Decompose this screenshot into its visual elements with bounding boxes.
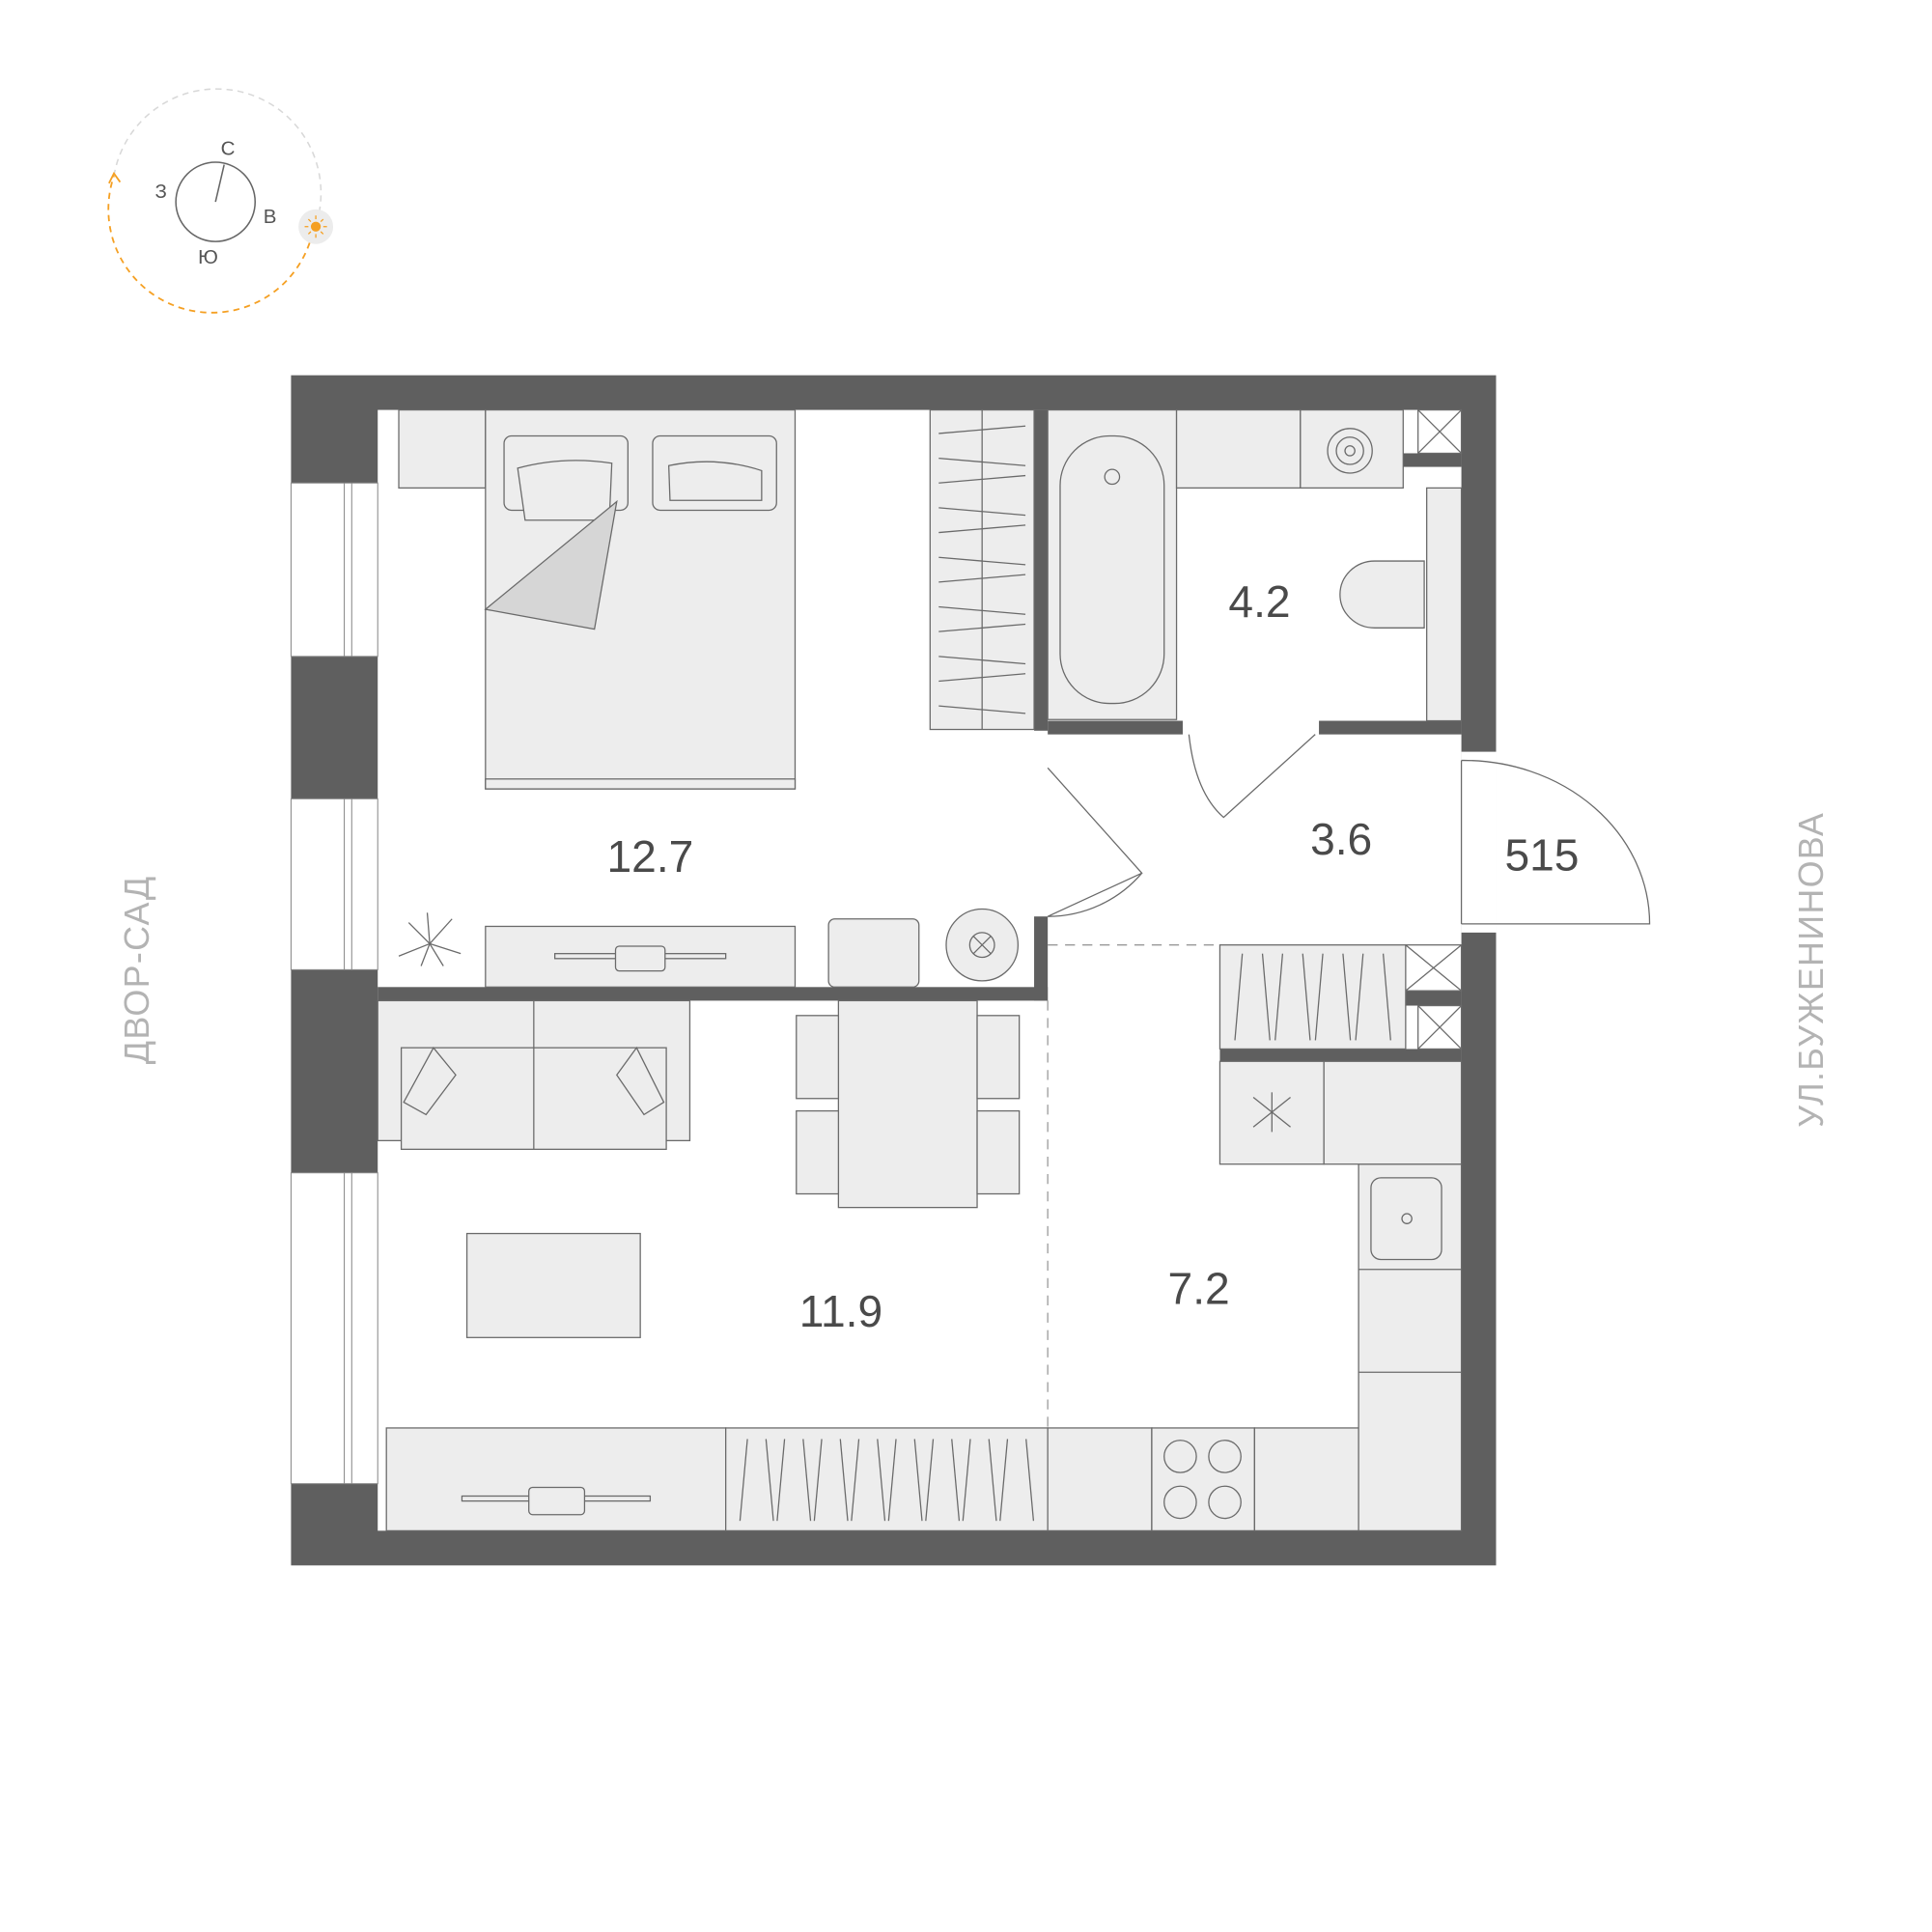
hatch-line (938, 507, 1026, 517)
stove (1163, 1440, 1242, 1520)
wardrobe (929, 408, 1035, 731)
boiler (1300, 408, 1404, 490)
street-label-right: УЛ.БУЖЕНИНОВА (1791, 812, 1831, 1128)
hatch-line (913, 1439, 923, 1522)
compass-east: В (264, 206, 277, 228)
hatch-line (765, 1439, 774, 1522)
laundry-basket (945, 908, 1020, 982)
hatch-line (938, 474, 1026, 484)
street-label-left: ДВОР-САД (117, 875, 156, 1064)
bed (398, 408, 797, 790)
sun-icon (298, 209, 334, 244)
hatch-line (938, 457, 1026, 466)
compass-south: Ю (198, 246, 218, 268)
room-area-bathroom: 4.2 (1228, 576, 1290, 627)
storage-cabinet (725, 1427, 1049, 1532)
hatch-line (877, 1439, 886, 1522)
coffee-table (465, 1232, 641, 1338)
hatch-line (1342, 953, 1352, 1041)
compass-north: С (221, 137, 236, 159)
sofa (377, 999, 691, 1150)
apartment-number: 515 (1504, 830, 1579, 881)
hatch-line (1382, 953, 1391, 1041)
hatch-line (925, 1439, 935, 1522)
hatch-line (988, 1439, 997, 1522)
hatch-line (1025, 1439, 1035, 1522)
hatch-line (938, 556, 1026, 566)
hatch-line (938, 425, 1026, 434)
hatch-line (938, 656, 1026, 665)
hatch-line (739, 1439, 748, 1522)
hatch-line (938, 524, 1026, 534)
compass-west: З (155, 181, 167, 203)
hatch-line (887, 1439, 897, 1522)
room-area-hallway: 3.6 (1310, 814, 1372, 864)
washing-counter (1175, 408, 1302, 490)
door (1047, 734, 1651, 925)
hatch-line (1261, 953, 1271, 1041)
nightstand (827, 918, 920, 988)
hatch-line (938, 673, 1026, 683)
hatch-line (851, 1439, 860, 1522)
hatch-line (776, 1439, 786, 1522)
room-area-bedroom: 12.7 (606, 831, 693, 882)
hatch-line (962, 1439, 971, 1522)
plant-icon (398, 912, 462, 966)
tv-stand (385, 1427, 727, 1532)
hatch-line (1302, 953, 1311, 1041)
hatch-line (1274, 953, 1284, 1041)
hatch-line (938, 574, 1026, 583)
toilet (1339, 487, 1463, 722)
fridge (1252, 1092, 1291, 1133)
hatch-line (802, 1439, 812, 1522)
hatch-line (938, 623, 1026, 632)
hatch-line (938, 705, 1026, 714)
window (290, 482, 378, 1485)
hatch-line (938, 605, 1026, 615)
room-area-living: 11.9 (799, 1286, 882, 1336)
hatch-line (999, 1439, 1009, 1522)
vent-shaft (1405, 408, 1463, 1050)
compass: С З В Ю (107, 88, 334, 314)
hatch-line (813, 1439, 823, 1522)
hatch-line (1234, 953, 1244, 1041)
hatch-line (1314, 953, 1324, 1041)
dining-table (796, 999, 1021, 1209)
room-area-kitchen: 7.2 (1168, 1264, 1230, 1314)
hatch-line (951, 1439, 961, 1522)
hall-wardrobe (1218, 944, 1407, 1050)
hatch-line (839, 1439, 849, 1522)
sink (1370, 1177, 1442, 1261)
bathtub (1047, 408, 1178, 720)
dresser (485, 925, 797, 988)
hatch-line (1355, 953, 1364, 1041)
